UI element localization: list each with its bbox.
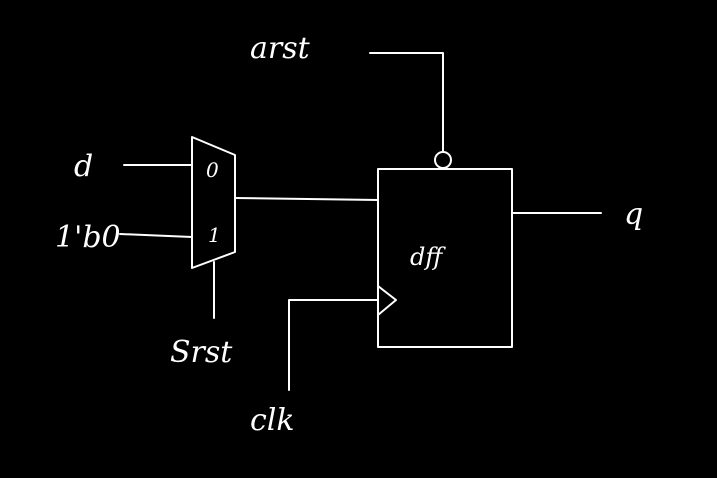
mux-body <box>191 136 236 269</box>
clk-label: clk <box>250 403 295 438</box>
mux-input-0-label: 0 <box>206 158 219 182</box>
d-label: d <box>74 149 93 184</box>
const-zero-wire <box>119 233 193 238</box>
dff-label: dff <box>410 243 446 271</box>
const-zero-label: 1'b0 <box>55 220 121 255</box>
arst-inversion-bubble <box>434 151 452 169</box>
q-label: q <box>624 197 643 232</box>
clock-edge-triangle <box>377 285 397 316</box>
mux-input-1-label: 1 <box>208 223 221 247</box>
mux-to-dff-wire <box>234 197 379 201</box>
arst-wire <box>369 52 444 153</box>
arst-label: arst <box>250 31 311 66</box>
dff-block <box>377 168 513 348</box>
clk-wire <box>288 299 379 391</box>
srst-label: Srst <box>170 335 233 370</box>
